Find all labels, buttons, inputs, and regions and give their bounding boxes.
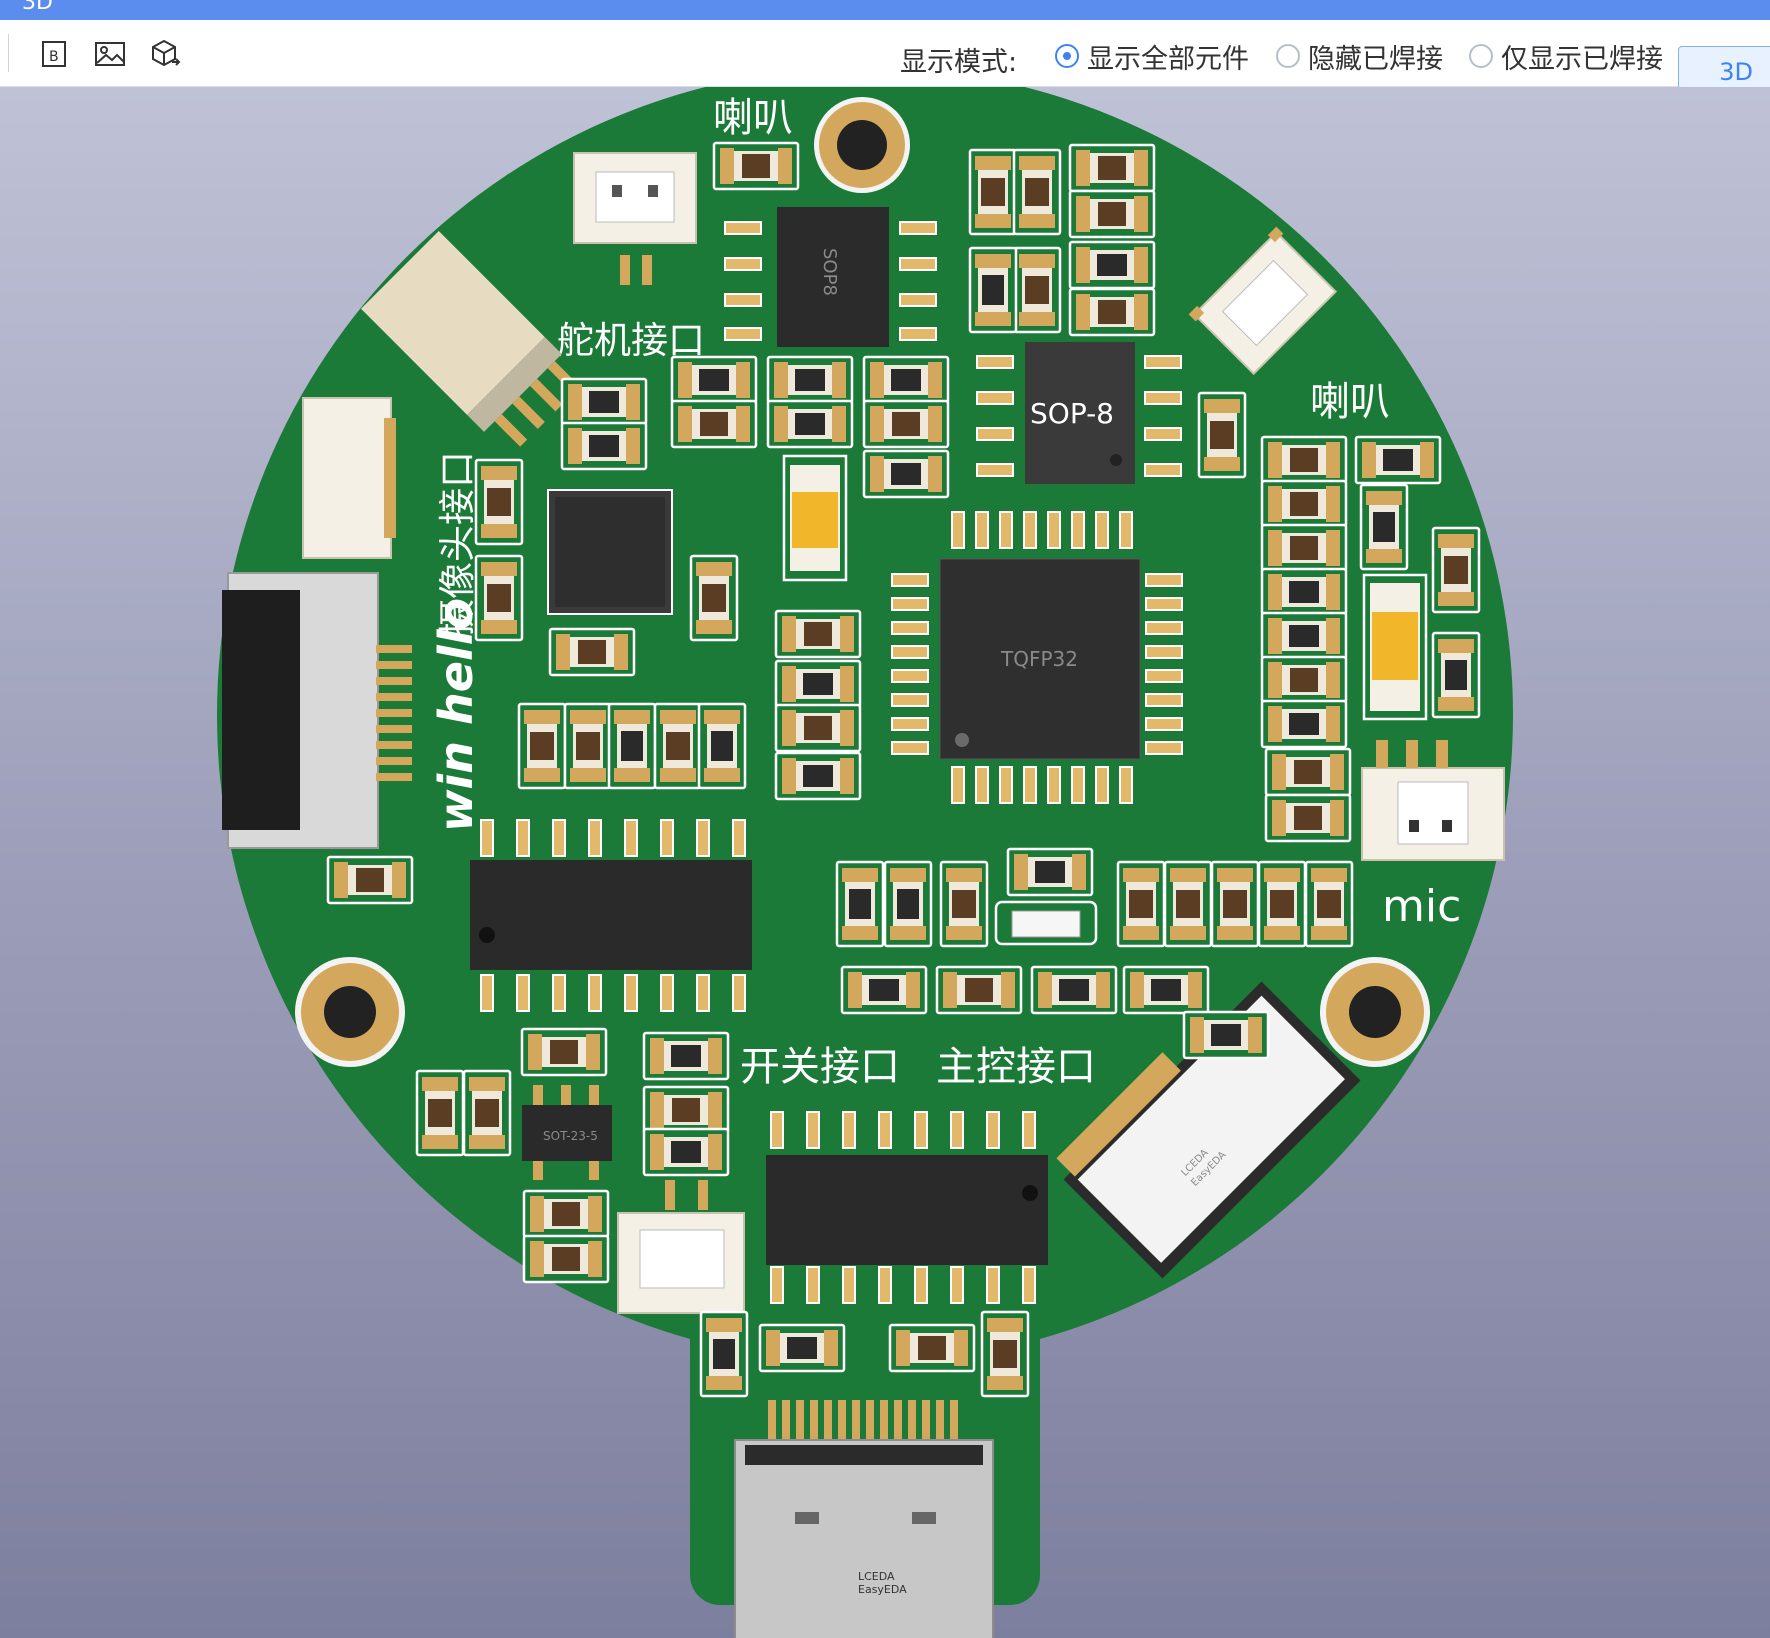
radio-show-all[interactable]: 显示全部元件 (1055, 40, 1249, 75)
ic-soic-bottom (766, 1111, 1048, 1304)
ic-label-tqfp32: TQFP32 (1000, 647, 1078, 671)
mounting-hole-left (295, 957, 405, 1067)
fpc-connector-left (302, 397, 396, 559)
ic-sot23: SOT-23-5 (522, 1085, 612, 1180)
crystal (994, 900, 1098, 946)
silk-main-ctrl: 主控接口 (936, 1044, 1096, 1090)
radio-label-show-all: 显示全部元件 (1087, 43, 1249, 75)
ic-sop8-mid: SOP-8 (976, 342, 1182, 484)
ic-qfn (547, 489, 673, 615)
usb-c-connector: LCEDA EasyEDA (734, 1400, 994, 1638)
mounting-hole-top (814, 97, 910, 193)
ic-label-sop8: SOP8 (819, 248, 840, 296)
main-ctrl-fpc-connector: LCEDA EasyEDA (1056, 981, 1361, 1279)
3d-viewport[interactable]: 喇叭 舵机接口 喇叭 摄像头接口 win hello mic 开关接口 主控接口 (0, 87, 1770, 1638)
silk-speaker-right: 喇叭 (1310, 379, 1390, 425)
silk-switch: 开关接口 (740, 1044, 900, 1090)
radio-dot-show-all (1055, 44, 1079, 68)
tantalum-cap-left (782, 454, 848, 582)
silk-brand: win hello (429, 598, 483, 832)
radio-label-hide-soldered: 隐藏已焊接 (1308, 43, 1443, 75)
ic-sop8-top: SOP8 (724, 207, 937, 347)
ic-tqfp32: TQFP32 (891, 511, 1183, 804)
switch-connector (617, 1180, 745, 1314)
pcb-render: 喇叭 舵机接口 喇叭 摄像头接口 win hello mic 开关接口 主控接口 (217, 87, 1513, 1638)
radio-dot-only-soldered (1469, 44, 1493, 68)
radio-label-only-soldered: 仅显示已焊接 (1501, 43, 1663, 75)
3d-export-icon[interactable] (148, 36, 184, 72)
ic-soic-left (470, 819, 752, 1012)
radio-hide-soldered[interactable]: 隐藏已焊接 (1276, 40, 1443, 75)
toolbar-divider (8, 34, 9, 72)
radio-dot-hide-soldered (1276, 44, 1300, 68)
speaker-connector-top (573, 152, 697, 285)
ic-label-sot23: SOT-23-5 (543, 1129, 598, 1143)
svg-text:B: B (49, 49, 59, 65)
silk-camera: 摄像头接口 (436, 451, 479, 636)
usb-logo-line2: EasyEDA (858, 1583, 907, 1596)
mic-connector (1361, 740, 1505, 861)
camera-fpc-connector (222, 572, 412, 849)
silk-speaker-top: 喇叭 (713, 95, 793, 141)
ic-label-sop8-b: SOP-8 (1030, 397, 1114, 430)
radio-only-soldered[interactable]: 仅显示已焊接 (1469, 40, 1663, 75)
silk-mic: mic (1382, 881, 1461, 932)
usb-logo-line1: LCEDA (858, 1570, 895, 1583)
mounting-hole-right (1320, 957, 1430, 1067)
title-bar: 3D (0, 0, 1770, 20)
image-icon[interactable] (92, 36, 128, 72)
servo-connector (361, 231, 581, 447)
toolbar: B 显示模式: 显示全部元件 隐藏已焊接 仅显示已焊接 3D (0, 20, 1770, 98)
silk-servo: 舵机接口 (557, 319, 705, 362)
tantalum-cap-right (1362, 573, 1428, 721)
speaker-connector-right (1188, 226, 1338, 376)
window-title: 3D (22, 0, 53, 15)
board-icon[interactable]: B (36, 36, 72, 72)
silkscreen-labels: 喇叭 舵机接口 喇叭 摄像头接口 win hello mic 开关接口 主控接口 (429, 95, 1461, 1090)
display-mode-label: 显示模式: (900, 47, 1018, 78)
